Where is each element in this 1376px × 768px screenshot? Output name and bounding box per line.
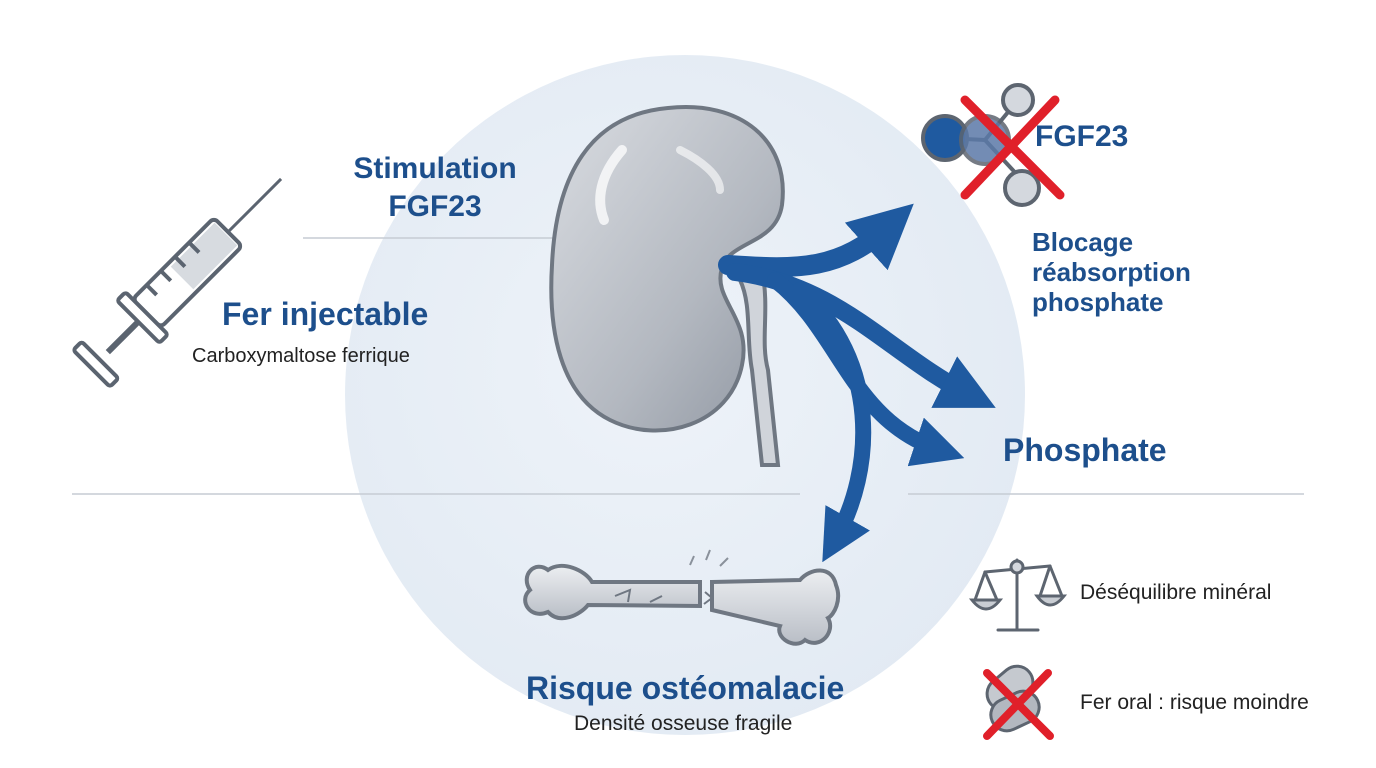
osteomalacia-risk-title: Risque ostéomalacie [526, 670, 845, 706]
stimulation-label: Stimulation FGF23 [330, 150, 540, 226]
blocage-line-1: Blocage [1032, 227, 1134, 257]
balance-scale-icon [968, 558, 1068, 632]
phosphate-label: Phosphate [1003, 432, 1167, 468]
cross-icon [960, 95, 1065, 200]
blocage-label: Blocage réabsorption phosphate [1032, 227, 1191, 317]
carboxymaltose-caption: Carboxymaltose ferrique [192, 345, 410, 367]
fgf23-label: FGF23 [1035, 120, 1129, 153]
blocage-line-3: phosphate [1032, 287, 1164, 317]
mineral-imbalance-label: Déséquilibre minéral [1080, 581, 1272, 604]
arrow-to-bone [792, 282, 872, 563]
kidney-icon [549, 105, 785, 467]
oral-iron-label: Fer oral : risque moindre [1080, 691, 1309, 714]
syringe-icon [72, 177, 283, 388]
bone-icon [523, 549, 841, 646]
fer-injectable-title: Fer injectable [222, 296, 429, 332]
stimulation-line-2: FGF23 [388, 190, 482, 223]
stimulation-line-1: Stimulation [353, 152, 517, 185]
arrow-group [718, 203, 996, 563]
bone-density-caption: Densité osseuse fragile [574, 712, 793, 735]
blocage-line-2: réabsorption [1032, 257, 1191, 287]
cross-icon [983, 669, 1054, 740]
